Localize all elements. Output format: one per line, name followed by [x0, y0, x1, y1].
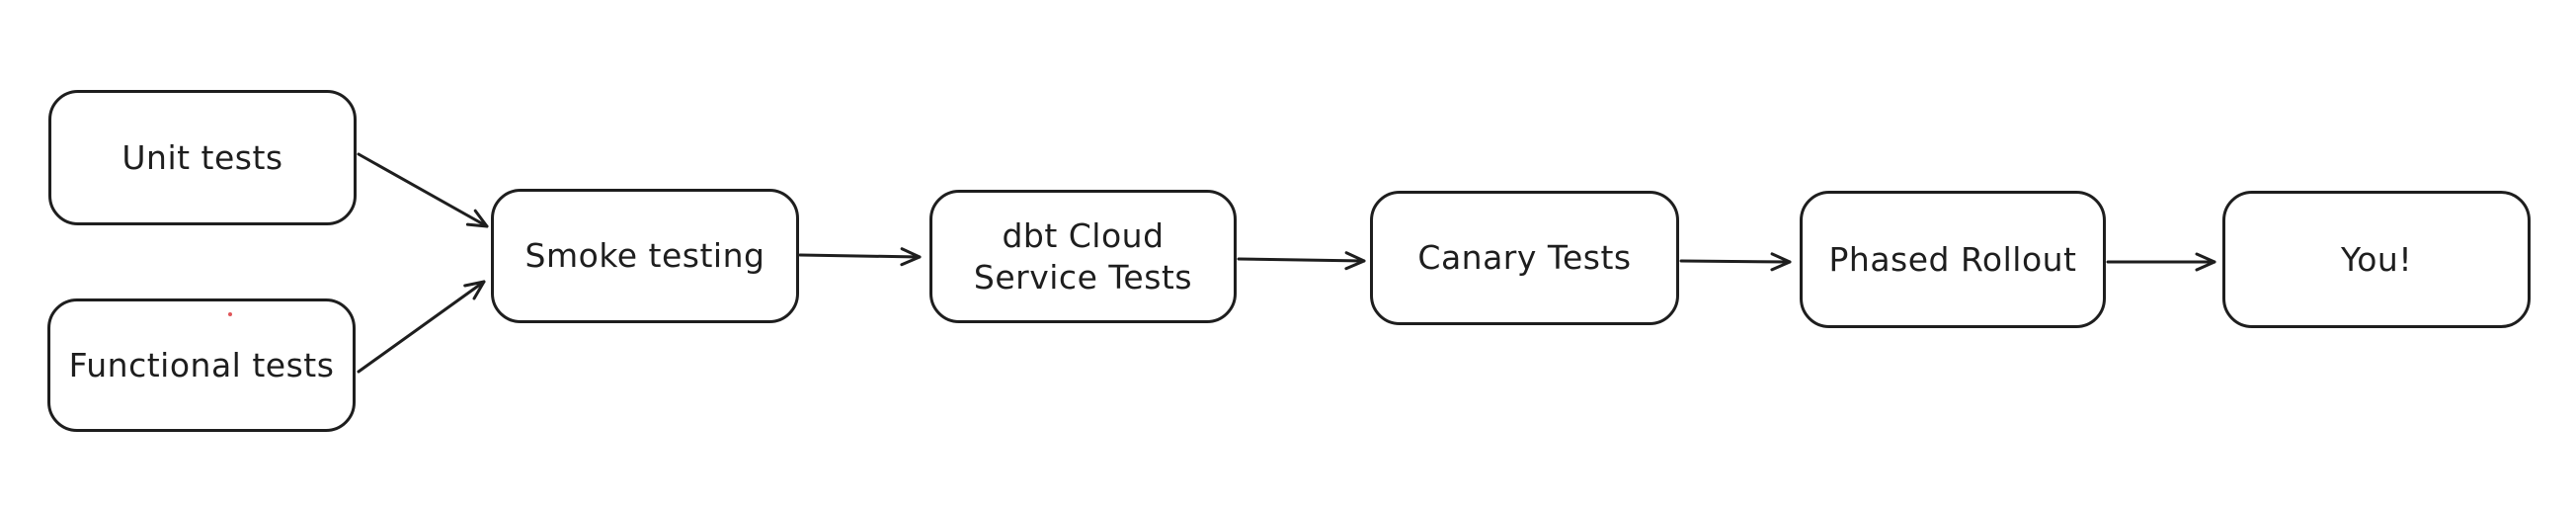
node-unit-tests: Unit tests [48, 90, 357, 225]
edge-dbt-cloud-service-tests-to-canary-tests [1237, 251, 1366, 271]
edge-unit-tests-to-smoke-testing [357, 152, 489, 228]
node-dbt-cloud-service-tests-label: dbt Cloud Service Tests [973, 216, 1193, 297]
stray-red-dot [228, 312, 232, 316]
node-smoke-testing-label: Smoke testing [524, 236, 765, 276]
node-phased-rollout-label: Phased Rollout [1828, 239, 2077, 279]
node-unit-tests-label: Unit tests [121, 137, 283, 177]
edge-smoke-testing-to-dbt-cloud-service-tests [798, 247, 922, 267]
edge-functional-tests-to-smoke-testing [357, 280, 486, 374]
node-you-label: You! [2340, 239, 2413, 279]
node-smoke-testing: Smoke testing [491, 189, 799, 323]
node-functional-tests-label: Functional tests [68, 345, 335, 384]
node-canary-tests: Canary Tests [1370, 191, 1679, 325]
node-functional-tests: Functional tests [47, 298, 356, 432]
edge-canary-tests-to-phased-rollout [1679, 252, 1792, 272]
node-phased-rollout: Phased Rollout [1800, 191, 2106, 328]
node-you: You! [2222, 191, 2531, 328]
node-canary-tests-label: Canary Tests [1417, 238, 1632, 278]
node-dbt-cloud-service-tests: dbt Cloud Service Tests [929, 190, 1237, 323]
